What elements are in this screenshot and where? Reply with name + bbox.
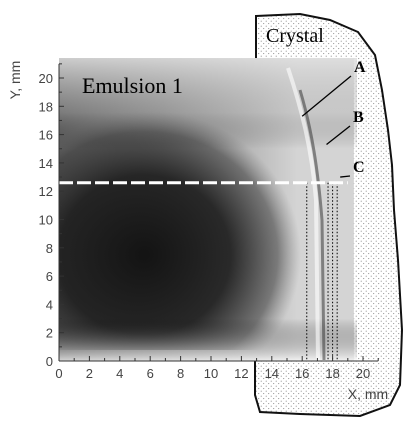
x-tick-label: 8 xyxy=(177,366,184,381)
y-tick-label: 6 xyxy=(46,269,53,284)
panel-label: Emulsion 1 xyxy=(82,73,183,98)
annotation-leader xyxy=(301,75,352,117)
y-tick-label: 4 xyxy=(46,297,53,312)
crystal-label: Crystal xyxy=(266,25,324,47)
annotation-leader xyxy=(326,125,351,146)
annotation-label: A xyxy=(354,59,366,76)
y-tick-label: 0 xyxy=(46,354,53,369)
annotation-leader xyxy=(340,175,351,178)
annotations: A B C xyxy=(301,59,366,178)
x-tick-label: 10 xyxy=(204,366,218,381)
x-tick-label: 14 xyxy=(265,366,279,381)
x-tick-label: 6 xyxy=(147,366,154,381)
y-axis-label: Y, mm xyxy=(7,61,23,100)
y-tick-label: 10 xyxy=(39,213,53,228)
x-axis-label: X, mm xyxy=(348,386,388,402)
y-tick-label: 8 xyxy=(46,241,53,256)
emulsion-image xyxy=(59,58,357,361)
y-tick-label: 20 xyxy=(39,71,53,86)
y-tick-label: 18 xyxy=(39,99,53,114)
image-shade-vertical xyxy=(59,58,357,361)
x-tick-label: 20 xyxy=(356,366,370,381)
x-tick-label: 2 xyxy=(86,366,93,381)
x-tick-label: 0 xyxy=(55,366,62,381)
x-tick-label: 16 xyxy=(295,366,309,381)
x-tick-label: 4 xyxy=(116,366,123,381)
y-tick-label: 2 xyxy=(46,326,53,341)
y-tick-label: 14 xyxy=(39,156,53,171)
annotation-label: B xyxy=(353,109,364,126)
y-tick-label: 12 xyxy=(39,184,53,199)
edge-bright-curve xyxy=(286,67,320,361)
edge-dark-curve xyxy=(298,89,326,361)
axes: 0 2 4 6 8 10 12 14 16 18 20 0 2 4 6 8 10 12 14 16 18 20 xyxy=(39,63,379,381)
x-tick-label: 18 xyxy=(325,366,339,381)
y-tick-label: 16 xyxy=(39,128,53,143)
annotation-label: C xyxy=(353,159,365,176)
x-tick-label: 12 xyxy=(234,366,248,381)
